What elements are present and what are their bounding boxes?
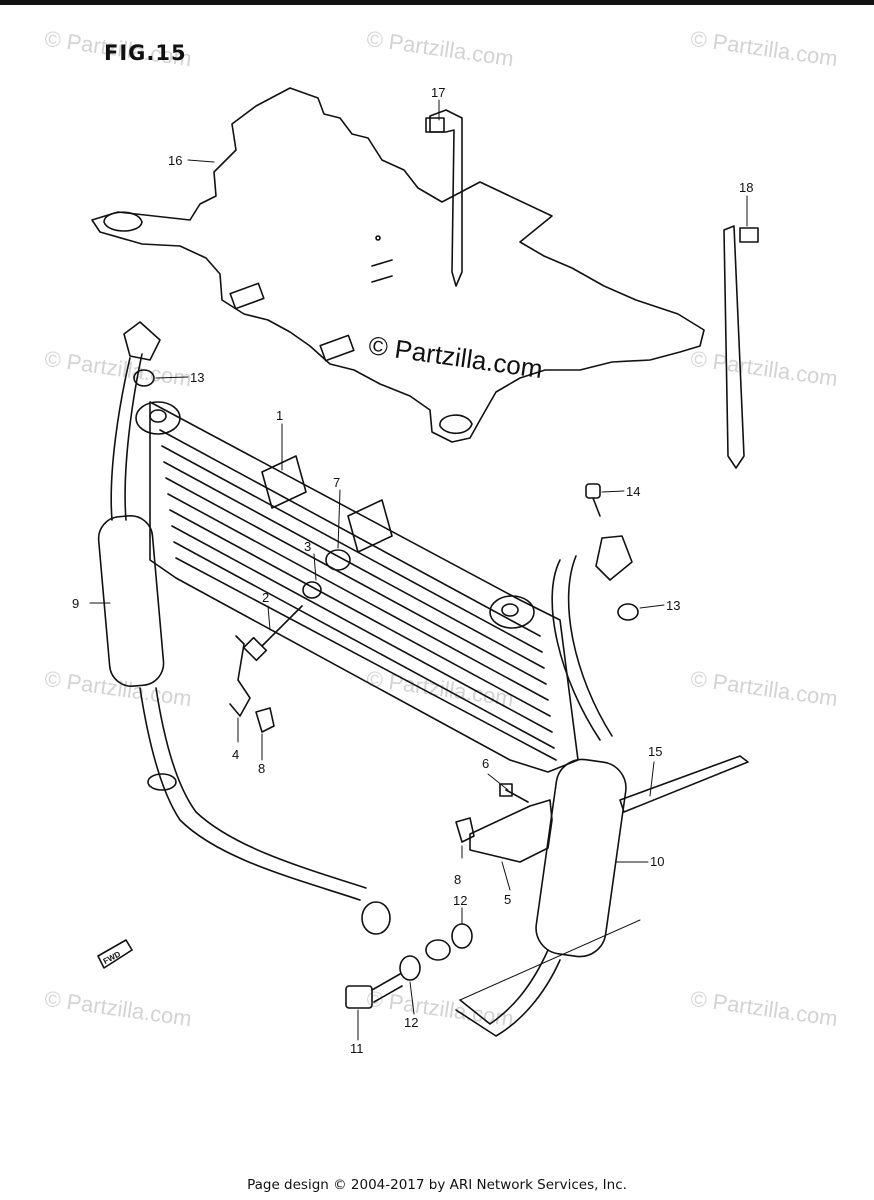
o-ring-13 bbox=[617, 603, 639, 621]
fwd-arrow-icon bbox=[97, 939, 133, 969]
callout-1: 1 bbox=[276, 408, 283, 423]
callout-6: 6 bbox=[482, 756, 489, 771]
top-border bbox=[0, 0, 874, 5]
cooler-grommet bbox=[261, 455, 307, 509]
callout-3: 3 bbox=[304, 539, 311, 554]
callout-11: 11 bbox=[350, 1041, 364, 1056]
callout-7: 7 bbox=[333, 475, 340, 490]
cooler-fitting bbox=[135, 401, 181, 435]
callout-2: 2 bbox=[262, 590, 269, 605]
callout-8: 8 bbox=[258, 761, 265, 776]
banjo-fitting bbox=[425, 939, 451, 961]
callout-4: 4 bbox=[232, 747, 239, 762]
banjo-fitting bbox=[361, 901, 391, 935]
callout-13: 13 bbox=[190, 370, 204, 385]
callout-8: 8 bbox=[454, 872, 461, 887]
gasket-12 bbox=[451, 923, 473, 949]
bolt-6 bbox=[499, 783, 529, 803]
oil-cooler bbox=[135, 401, 579, 773]
protector-15 bbox=[619, 755, 749, 813]
shield-cutout bbox=[319, 334, 355, 362]
callout-13: 13 bbox=[666, 598, 680, 613]
page-footer: Page design © 2004-2017 by ARI Network S… bbox=[247, 1177, 627, 1193]
callout-15: 15 bbox=[648, 744, 662, 759]
hose-fitting bbox=[595, 535, 633, 581]
callout-12: 12 bbox=[453, 893, 467, 908]
bolt-2 bbox=[242, 605, 303, 662]
oil-hose-9 bbox=[97, 321, 391, 935]
union-bolt-11 bbox=[345, 973, 403, 1009]
callout-14: 14 bbox=[626, 484, 640, 499]
cable-tie-17 bbox=[425, 109, 463, 287]
callout-12: 12 bbox=[404, 1015, 418, 1030]
gasket-12 bbox=[399, 955, 421, 981]
bracket-5 bbox=[469, 799, 553, 863]
bracket-4 bbox=[229, 635, 251, 717]
collar-3 bbox=[302, 581, 322, 599]
oil-hose-10 bbox=[425, 535, 633, 1037]
callout-17: 17 bbox=[431, 85, 445, 100]
clip-8 bbox=[455, 817, 475, 843]
shield-outline bbox=[91, 87, 705, 443]
cable-tie-18 bbox=[723, 225, 759, 469]
callout-16: 16 bbox=[168, 153, 182, 168]
o-ring-13 bbox=[133, 369, 155, 387]
callout-5: 5 bbox=[504, 892, 511, 907]
cooler-fitting bbox=[489, 595, 535, 629]
shield-mount-hole bbox=[439, 414, 473, 435]
bolt-14 bbox=[585, 483, 601, 517]
shield-cutout bbox=[229, 282, 265, 310]
callout-9: 9 bbox=[72, 596, 79, 611]
cooler-grommet bbox=[347, 499, 393, 553]
heat-shield-plate bbox=[91, 87, 705, 443]
hose-fitting bbox=[123, 321, 161, 361]
callout-10: 10 bbox=[650, 854, 664, 869]
mount-rubber-7 bbox=[325, 549, 351, 571]
shield-mount-hole bbox=[103, 211, 143, 232]
clip-8 bbox=[255, 707, 275, 733]
figure-title: FIG.15 bbox=[104, 41, 187, 65]
callout-18: 18 bbox=[739, 180, 753, 195]
